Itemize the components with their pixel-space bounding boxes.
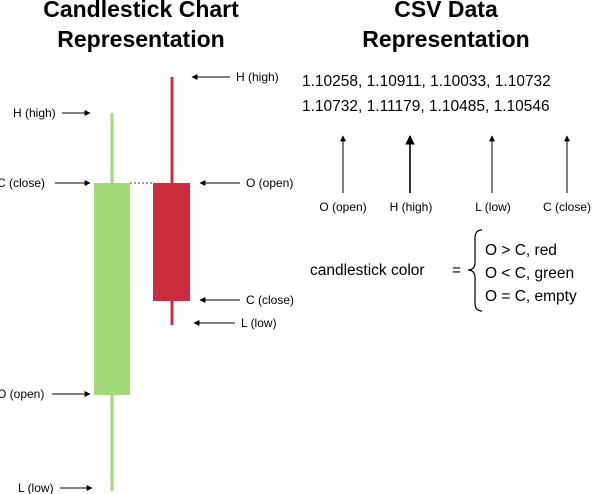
csv-col-open-label: O (open)	[319, 200, 366, 214]
red-low-label: L (low)	[241, 316, 277, 330]
green-candlestick	[94, 113, 130, 491]
csv-row-1: 1.10258, 1.10911, 1.10033, 1.10732	[302, 73, 551, 90]
csv-row-2: 1.10732, 1.11179, 1.10485, 1.10546	[302, 98, 550, 115]
right-title-line1: CSV Data	[394, 0, 498, 22]
csv-col-low-label: L (low)	[475, 200, 511, 214]
red-open-label: O (open)	[246, 176, 293, 190]
red-close-label: C (close)	[246, 293, 294, 307]
color-rule-lhs: candlestick color	[310, 262, 425, 279]
color-rule-case-empty: O = C, empty	[485, 288, 577, 305]
green-body	[94, 183, 130, 395]
left-title-line2: Representation	[57, 26, 224, 52]
green-low-label: L (low)	[18, 481, 54, 494]
green-open-label: O (open)	[0, 387, 44, 401]
green-close-label: C (close)	[0, 176, 45, 190]
csv-col-close-label: C (close)	[543, 200, 591, 214]
color-rule-equals: =	[452, 262, 461, 279]
left-title-line1: Candlestick Chart	[43, 0, 239, 22]
color-rule-brace	[467, 229, 483, 312]
green-high-label: H (high)	[13, 106, 56, 120]
color-rule-case-green: O < C, green	[485, 265, 574, 282]
red-high-label: H (high)	[236, 70, 279, 84]
csv-col-high-label: H (high)	[390, 200, 433, 214]
right-title-line2: Representation	[362, 26, 529, 52]
red-body	[153, 183, 190, 301]
red-candlestick	[153, 77, 190, 325]
color-rule-case-red: O > C, red	[485, 242, 557, 259]
